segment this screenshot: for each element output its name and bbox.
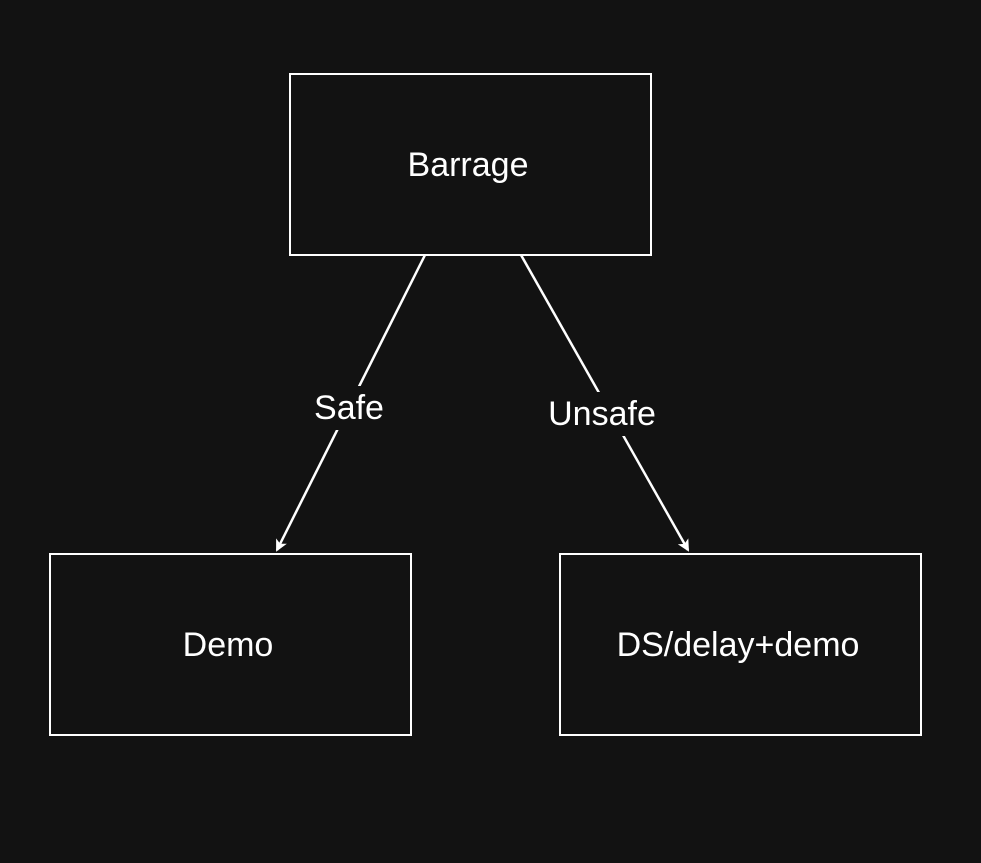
node-barrage-label: Barrage [408, 146, 529, 184]
node-ds-delay-demo: DS/delay+demo [559, 553, 922, 736]
edge-safe: Safe [275, 254, 427, 552]
edge-unsafe: Unsafe [519, 254, 690, 552]
edge-safe-label-bg [305, 386, 393, 430]
node-ds-delay-demo-label: DS/delay+demo [617, 626, 860, 664]
node-ds-delay-demo-box [559, 553, 922, 736]
node-demo-box [49, 553, 412, 736]
edge-unsafe-label-bg [540, 392, 664, 436]
node-demo-label: Demo [183, 626, 274, 664]
node-barrage-box [289, 73, 652, 256]
node-demo: Demo [49, 553, 412, 736]
edge-safe-label: Safe [314, 389, 384, 427]
node-barrage: Barrage [289, 73, 652, 256]
edge-unsafe-label: Unsafe [548, 395, 656, 433]
